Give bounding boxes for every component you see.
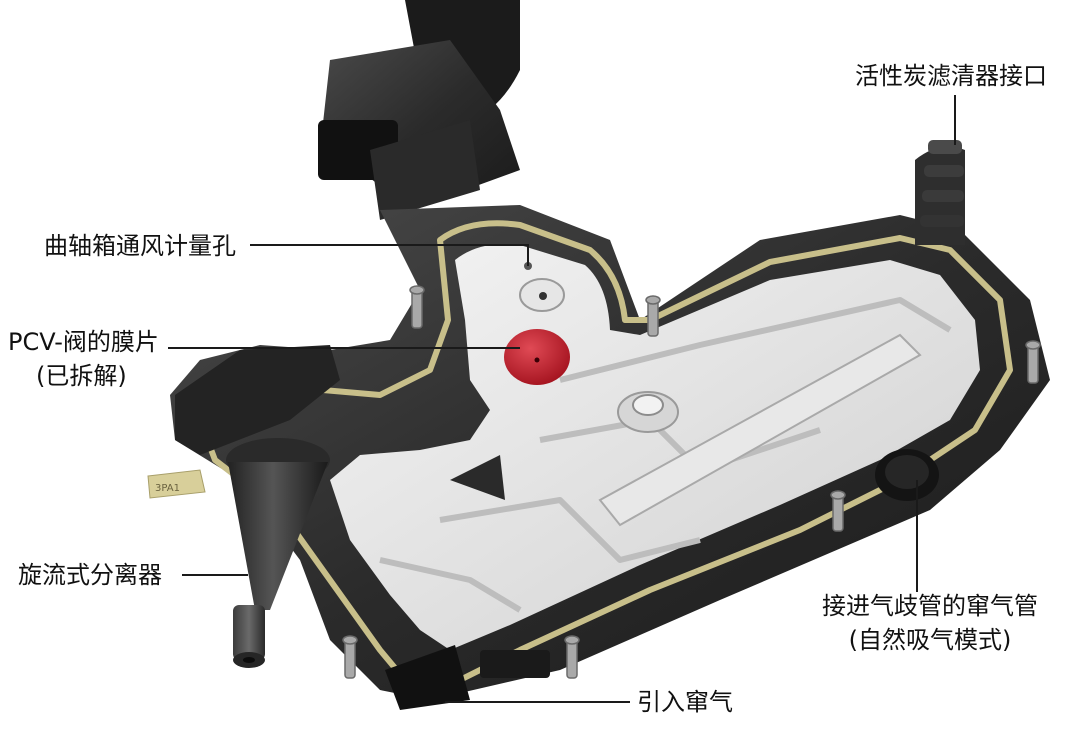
leader-metering-hole (250, 244, 529, 266)
label-cyclone-separator: 旋流式分离器 (18, 561, 162, 589)
internal-chamber-plate (330, 244, 980, 650)
center-boss (617, 391, 679, 433)
part-marking: 3PA1 (155, 483, 180, 494)
blowby-pipe-opening (875, 449, 939, 501)
metering-hole-boss (519, 262, 565, 312)
label-crankcase-metering-hole: 曲轴箱通风计量孔 (44, 232, 236, 260)
top-hose-connector (318, 0, 520, 220)
label-pcv-membrane-line2: (已拆解) (36, 362, 127, 390)
leader-lines (168, 95, 956, 703)
label-carbon-filter-port: 活性炭滤清器接口 (855, 62, 1047, 90)
raised-rib (598, 333, 922, 527)
label-manifold-pipe-line2: (自然吸气模式) (848, 626, 1012, 654)
cyclone-separator-cone (226, 438, 330, 668)
left-flange (175, 345, 340, 455)
label-manifold-pipe: 接进气歧管的窜气管 (自然吸气模式) (790, 592, 1070, 654)
carbon-filter-nozzle (915, 140, 965, 245)
label-pcv-membrane-line1: PCV-阀的膜片 (8, 328, 159, 356)
pcv-membrane (504, 329, 570, 385)
blowby-inlet-opening (385, 645, 550, 710)
marking-tab: 3PA1 (147, 469, 206, 499)
label-blowby-inlet: 引入窜气 (637, 688, 733, 716)
chamber-ridges (379, 297, 952, 613)
label-pcv-membrane: PCV-阀的膜片 (已拆解) (8, 328, 159, 390)
triangular-pocket (450, 455, 505, 500)
mounting-studs (192, 285, 1041, 679)
label-manifold-pipe-line1: 接进气歧管的窜气管 (822, 592, 1038, 620)
